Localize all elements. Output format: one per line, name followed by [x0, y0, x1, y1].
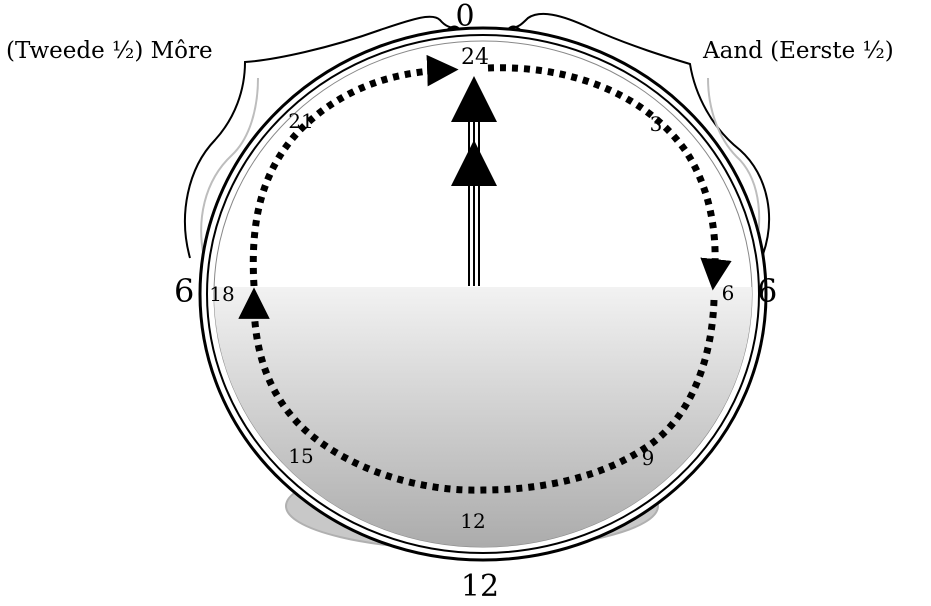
left-caption: (Tweede ½) Môre — [6, 38, 213, 64]
hour-18: 18 — [209, 282, 235, 306]
ornate-frame-inner — [200, 77, 761, 263]
cycle-path-upper-left — [249, 54, 459, 287]
center-pointer — [451, 76, 497, 286]
right-caption: Aand (Eerste ½) — [703, 38, 894, 64]
ornate-frame — [184, 12, 771, 263]
hour-15: 15 — [288, 444, 314, 468]
bottom-twelve-label: 12 — [460, 569, 500, 604]
top-zero-label: 0 — [455, 0, 475, 34]
hour-12: 12 — [460, 509, 486, 533]
hour-24: 24 — [461, 45, 489, 70]
cycle-path-lower — [238, 287, 718, 494]
hour-9: 9 — [641, 446, 655, 470]
hour-6: 6 — [721, 281, 735, 305]
middle-ring — [206, 34, 760, 554]
right-six-label: 6 — [757, 272, 778, 310]
hour-3: 3 — [649, 112, 663, 136]
hour-21: 21 — [288, 109, 314, 133]
left-six-label: 6 — [174, 272, 195, 310]
cycle-path-upper-right — [487, 64, 732, 291]
